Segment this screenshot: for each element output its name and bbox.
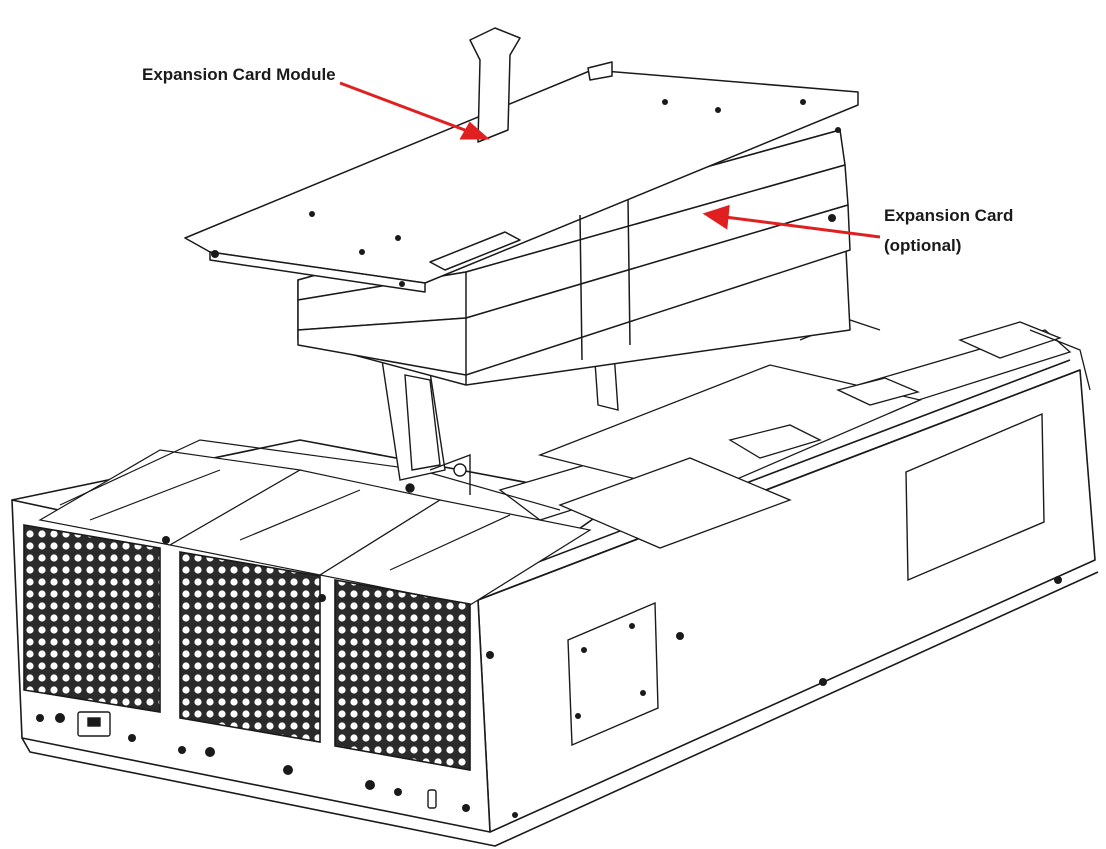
front-panel-features [77,711,437,809]
bay-cutout-1 [836,377,920,406]
bay-cutout-2 [728,424,822,459]
side-cutout-left [567,601,659,747]
tray [558,457,792,549]
front-screws [36,536,518,818]
side-screws [486,576,1062,719]
top-plate-screws [211,99,841,287]
fan-grille-3 [334,579,471,771]
side-cutout-right [905,412,1045,582]
arrow-card [724,215,881,239]
fan-grilles [23,524,471,771]
side-panel-cutouts [567,412,1045,747]
fan-cage-tops [38,439,592,606]
label-expansion-card: Expansion Card [884,206,1014,225]
chassis-body [11,359,1099,847]
expansion-card-module [184,27,859,386]
label-expansion-card-module: Expansion Card Module [142,65,336,84]
internal-structure [498,319,1091,549]
top-right-handle [958,321,1062,359]
label-expansion-card-optional: (optional) [884,236,962,255]
fan-grille-1 [23,524,161,713]
module-handle [469,27,521,143]
fan-grille-2 [179,551,321,743]
arrow-module [339,81,471,134]
callout-arrows [339,81,881,239]
